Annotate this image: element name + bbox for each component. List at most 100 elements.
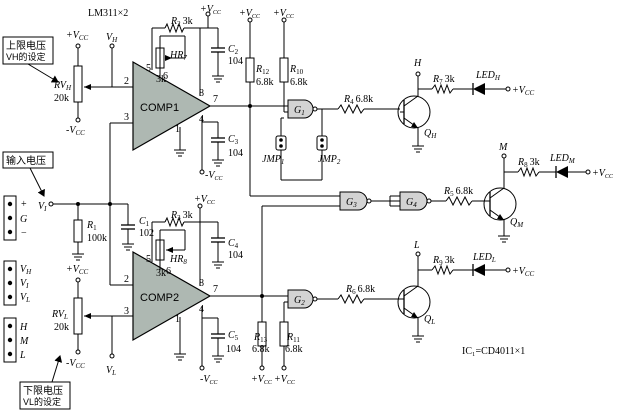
svg-text:+VCC: +VCC (66, 264, 89, 276)
svg-text:VI: VI (38, 201, 47, 213)
output-connector: H M L (3, 317, 29, 363)
voltage-connector: VH VI VL (3, 260, 32, 306)
svg-text:R56.8k: R56.8k (443, 186, 473, 198)
svg-text:+VCC: +VCC (66, 30, 89, 42)
r10-pullup: +VCC R10 6.8k (273, 8, 308, 106)
jumper-jmp2: JMP2 (316, 109, 341, 180)
r11-pullup: +VCC R11 6.8k (274, 302, 303, 386)
svg-text:104: 104 (228, 250, 243, 261)
svg-text:LEDM: LEDM (549, 153, 576, 165)
upper-note-line-1: 上限电压 (6, 39, 46, 52)
svg-text:-VCC: -VCC (66, 125, 85, 137)
svg-text:6.8k: 6.8k (290, 77, 308, 88)
svg-text:R46.8k: R46.8k (343, 94, 373, 106)
gate-g2: G2 (287, 289, 318, 309)
svg-text:R1: R1 (86, 220, 97, 232)
input-voltage-note: 输入电压 (2, 151, 54, 169)
svg-text:6.8k: 6.8k (256, 77, 274, 88)
comp2-comparator: COMP2 2 3 5 6 8 7 4 1 (124, 250, 262, 361)
r12-pullup: +VCC R12 6.8k (239, 8, 274, 108)
svg-text:20k: 20k (54, 93, 69, 104)
svg-text:1: 1 (175, 314, 180, 325)
led-l: LEDL (472, 252, 496, 276)
svg-text:2: 2 (124, 76, 129, 87)
transistor-qm: QM (483, 187, 524, 229)
svg-text:C5: C5 (228, 330, 239, 342)
svg-text:HR7: HR7 (169, 50, 187, 62)
svg-text:C3: C3 (228, 134, 239, 146)
svg-text:3: 3 (124, 306, 129, 317)
svg-text:5: 5 (146, 254, 151, 265)
svg-text:G: G (20, 214, 27, 225)
svg-text:-VCC: -VCC (66, 358, 85, 370)
svg-text:3k: 3k (156, 74, 166, 85)
svg-text:COMP1: COMP1 (140, 102, 179, 114)
svg-text:+: + (21, 199, 27, 210)
svg-text:M: M (19, 336, 29, 347)
chip-label: LM311×2 (88, 8, 128, 19)
svg-text:6: 6 (166, 266, 171, 277)
comp2-supply: C4 104 +VCC C5 104 -VCC (194, 194, 243, 386)
svg-text:104: 104 (226, 344, 241, 355)
output-l-label: L (413, 240, 420, 251)
svg-text:H: H (19, 322, 28, 333)
svg-text:G3: G3 (346, 197, 357, 209)
svg-text:JMP2: JMP2 (318, 154, 341, 166)
rvh-potentiometer: +VCC -VCC RVH 20k (53, 30, 128, 137)
svg-text:R10: R10 (289, 64, 304, 76)
svg-text:1: 1 (175, 124, 180, 135)
svg-text:R66.8k: R66.8k (345, 284, 375, 296)
led-h: LEDH (472, 70, 501, 95)
svg-text:100k: 100k (87, 233, 107, 244)
svg-text:6.8k: 6.8k (285, 344, 303, 355)
c1-capacitor: C1 102 (110, 203, 154, 251)
svg-text:+VCC: +VCC (512, 266, 535, 278)
svg-text:2: 2 (124, 274, 129, 285)
svg-text:RVH: RVH (53, 80, 72, 92)
svg-text:G2: G2 (294, 295, 305, 307)
svg-text:R12: R12 (255, 64, 270, 76)
led-m: LEDM (549, 153, 576, 178)
svg-text:QH: QH (424, 128, 437, 140)
svg-text:+VCC: +VCC (239, 8, 261, 20)
vh-net-label: VH (106, 32, 118, 87)
svg-text:VH: VH (20, 264, 32, 276)
upper-voltage-note: 上限电压 VH的设定 (2, 36, 54, 65)
comp1-comparator: COMP1 2 3 5 6 8 7 4 1 (124, 60, 250, 157)
svg-text:LEDH: LEDH (475, 70, 501, 82)
upper-note-line-2: VH的设定 (6, 51, 46, 62)
svg-text:L: L (19, 350, 26, 361)
svg-text:HR8: HR8 (169, 254, 187, 266)
svg-text:COMP2: COMP2 (140, 292, 179, 304)
svg-text:QM: QM (510, 217, 524, 229)
r13-pullup: +VCC R13 6.8k (251, 294, 273, 386)
svg-text:C1: C1 (139, 216, 150, 228)
svg-text:104: 104 (228, 56, 243, 67)
input-connector: + G − (3, 195, 27, 241)
ic-note: IC₁=CD4011×1 (462, 346, 525, 357)
svg-text:G1: G1 (294, 105, 305, 117)
svg-text:LEDL: LEDL (472, 252, 496, 264)
svg-text:+VCC: +VCC (273, 8, 295, 20)
svg-text:6: 6 (163, 71, 168, 82)
vl-net-label: VL (106, 316, 116, 377)
lower-note-line-2: VL的设定 (23, 396, 61, 407)
svg-text:102: 102 (139, 228, 154, 239)
gate-g3: G3 (339, 191, 372, 211)
svg-text:JMP1: JMP1 (262, 154, 284, 166)
gate-g4: G4 (399, 191, 432, 211)
comp1-supply: +VCC C2 104 C3 104 -VCC (199, 4, 243, 182)
svg-text:3: 3 (124, 112, 129, 123)
svg-text:+VCC: +VCC (200, 4, 222, 16)
